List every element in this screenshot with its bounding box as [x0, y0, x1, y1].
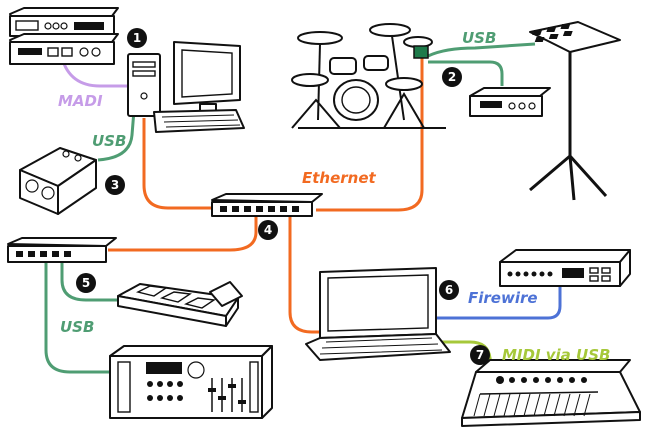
ethernet-cable-hub — [108, 216, 258, 252]
svg-text:7: 7 — [476, 348, 484, 362]
svg-text:4: 4 — [264, 223, 272, 237]
badge-2: 2 — [442, 67, 462, 87]
drum-pad-controller-icon — [529, 21, 621, 201]
badge-6: 6 — [439, 280, 459, 300]
usb-cable-mixer — [44, 262, 110, 374]
ethernet-label: Ethernet — [302, 169, 377, 187]
svg-text:2: 2 — [448, 70, 456, 84]
svg-text:1: 1 — [133, 31, 141, 45]
badge-7: 7 — [470, 345, 490, 365]
usb-cable-module — [428, 60, 504, 86]
network-hub-icon — [7, 237, 117, 263]
usb-audio-interface-icon — [19, 147, 97, 215]
badge-1: 1 — [127, 28, 147, 48]
svg-text:3: 3 — [111, 178, 119, 192]
badge-4: 4 — [258, 220, 278, 240]
ethernet-switch-icon — [211, 193, 323, 217]
firewire-interface-icon — [499, 249, 631, 287]
firewire-label: Firewire — [468, 289, 538, 307]
usb-label-left: USB — [92, 132, 126, 150]
svg-text:5: 5 — [82, 276, 90, 290]
svg-text:6: 6 — [445, 283, 453, 297]
rack-mixer-icon — [109, 345, 273, 419]
midi-usb-label: MIDI via USB — [502, 346, 610, 364]
badge-3: 3 — [105, 175, 125, 195]
usb-cable-interface — [97, 109, 136, 162]
laptop-icon — [305, 267, 451, 361]
rack-audio-interface-icon — [9, 7, 119, 65]
usb-cable-pedal — [60, 262, 118, 302]
electronic-drum-kit-icon — [291, 23, 446, 129]
desktop-computer-icon — [127, 41, 245, 133]
badge-5: 5 — [76, 273, 96, 293]
ethernet-cable-laptop — [288, 216, 322, 334]
usb-label-bottom: USB — [60, 318, 94, 336]
midi-keyboard-icon — [461, 359, 641, 427]
firewire-cable — [436, 286, 562, 320]
foot-controller-icon — [117, 281, 243, 327]
usb-cable-pad — [427, 42, 536, 58]
ethernet-cable-desktop — [142, 118, 214, 210]
usb-label-top: USB — [462, 29, 496, 47]
cables — [44, 42, 562, 374]
ethernet-cable-drums — [316, 58, 424, 212]
madi-label: MADI — [58, 92, 103, 110]
drum-module-icon — [469, 87, 551, 117]
